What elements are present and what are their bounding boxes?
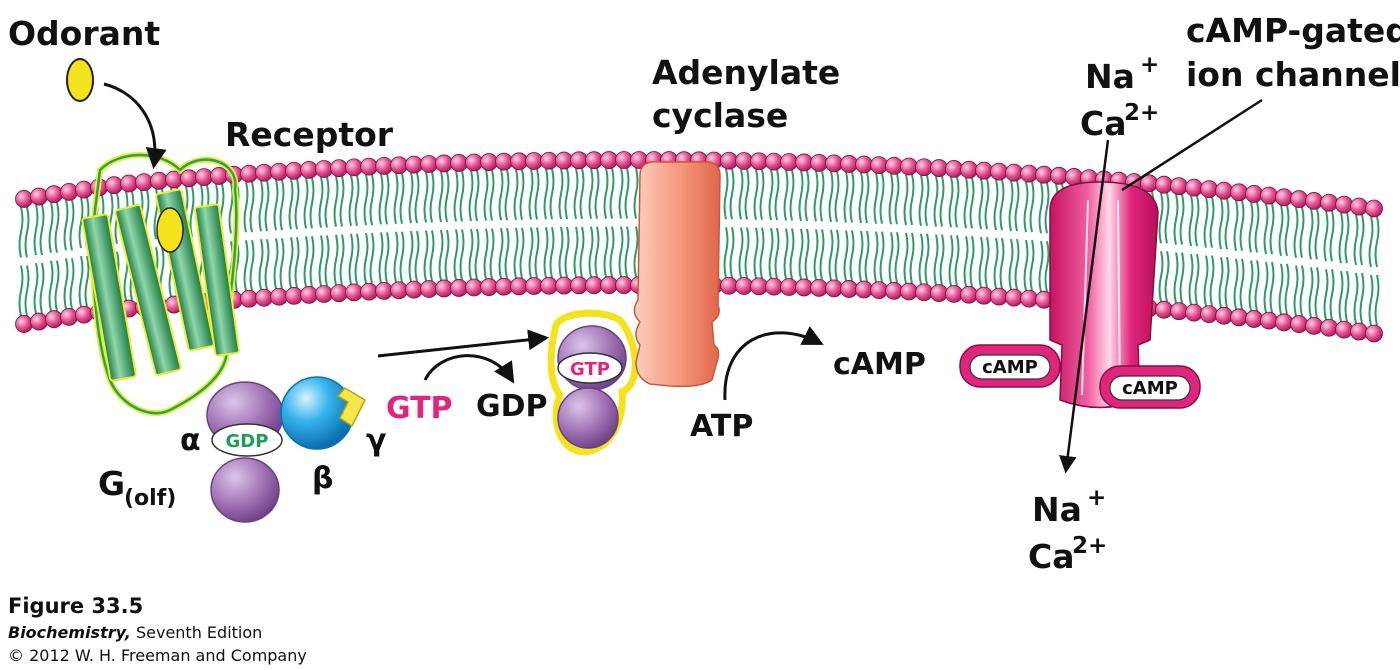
gtp-exchange-arrow (423, 354, 515, 384)
adenylate-cyclase (633, 161, 721, 388)
bound-odorant (156, 207, 184, 253)
ca-ion-top-label: Ca (1080, 104, 1127, 143)
gdp-label: GDP (476, 389, 548, 424)
alpha-label: α (180, 423, 201, 458)
gtp-label: GTP (386, 391, 453, 426)
activation-arrow (377, 329, 550, 358)
ca-ion-top-charge: 2+ (1124, 100, 1159, 126)
odorant-molecule (66, 58, 94, 102)
na-ion-top-label: Na (1085, 57, 1135, 96)
activated-g-alpha: GTP (547, 309, 639, 456)
odorant-label: Odorant (8, 14, 160, 53)
ion-flow-arrow (1059, 139, 1110, 474)
na-ion-bottom-label: Na (1032, 490, 1082, 529)
book-edition: Seventh Edition (130, 623, 263, 642)
odorant-binding-arrow (103, 82, 167, 170)
beta-label: β (312, 461, 333, 496)
g-olf-subscript: (olf) (124, 486, 176, 511)
gamma-label: γ (366, 423, 386, 458)
camp-badge-right: cAMP (1122, 378, 1178, 399)
receptor-label: Receptor (225, 115, 394, 154)
channel-pointer-line (1121, 98, 1263, 192)
book-title: Biochemistry, (8, 623, 131, 642)
atp-to-camp-arrow (723, 326, 824, 401)
copyright-line: © 2012 W. H. Freeman and Company (8, 646, 307, 665)
book-citation: Biochemistry, Seventh Edition (8, 623, 262, 642)
adenylate-cyclase-label-line1: Adenylate (652, 53, 840, 92)
ca-ion-bottom-charge: 2+ (1072, 533, 1107, 559)
na-ion-bottom-charge: + (1087, 485, 1106, 511)
camp-badge-left: cAMP (982, 357, 1038, 378)
atp-label: ATP (690, 409, 753, 444)
channel-label-line2: ion channel (1186, 55, 1400, 94)
g-olf-label: G (98, 464, 125, 503)
camp-gated-ion-channel: cAMP cAMP (959, 181, 1201, 409)
ca-ion-bottom-label: Ca (1028, 537, 1075, 576)
camp-label: cAMP (833, 347, 926, 382)
gtp-badge-text: GTP (570, 359, 610, 380)
g-gamma-subunit (336, 387, 366, 428)
adenylate-cyclase-label-line2: cyclase (652, 96, 788, 135)
na-ion-top-charge: + (1140, 52, 1159, 78)
channel-label-line1: cAMP-gated (1186, 11, 1400, 50)
figure-number: Figure 33.5 (8, 594, 144, 618)
odorant-receptor (81, 152, 240, 417)
g-protein-olf: GDP (206, 376, 366, 523)
gdp-badge-text: GDP (226, 431, 269, 452)
